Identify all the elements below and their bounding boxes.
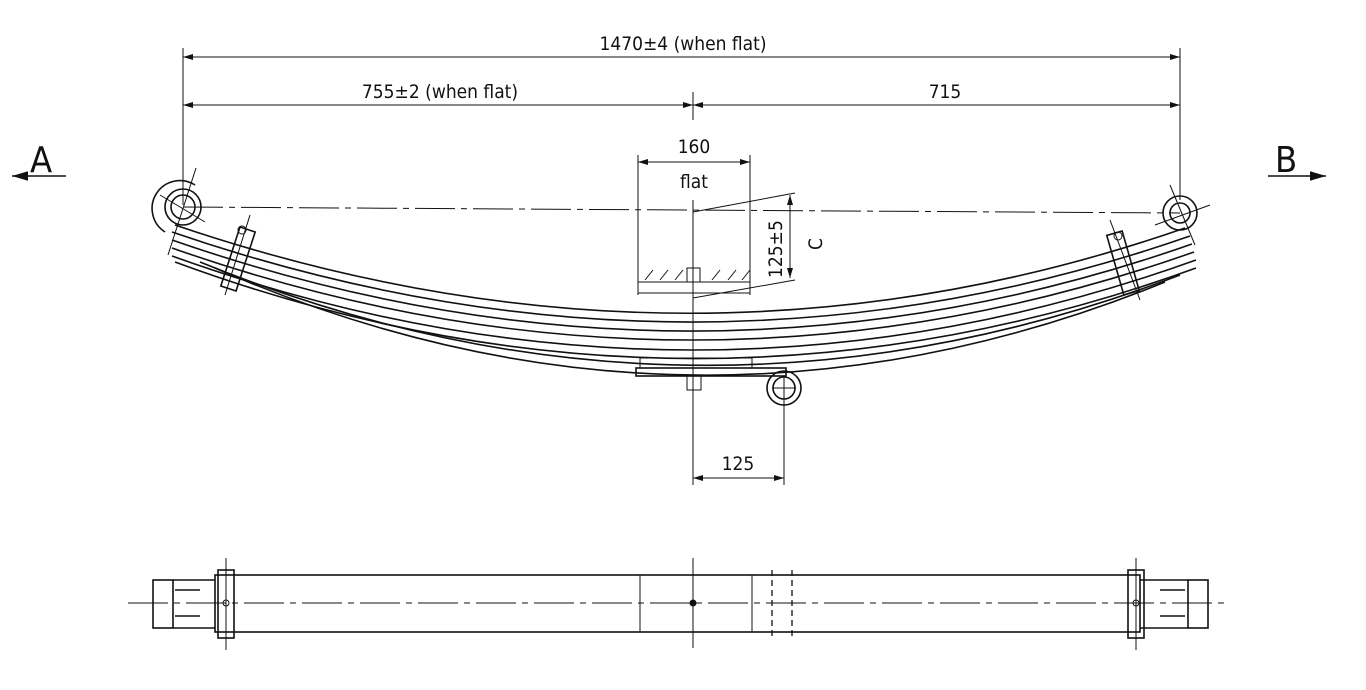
bottom-plate: 125 <box>635 357 802 485</box>
spring-leaves <box>171 224 1197 376</box>
overall-length-label: 1470±4 (when flat) <box>599 33 766 55</box>
plan-view <box>128 558 1225 650</box>
view-marker-b: B <box>1268 140 1326 181</box>
helper-offset-label: 125 <box>722 453 755 475</box>
camber-symbol: C <box>805 238 827 250</box>
eye-centerline <box>182 206 1181 214</box>
left-length-label: 755±2 (when flat) <box>362 81 518 103</box>
view-label-b: B <box>1275 140 1297 181</box>
center-clamp: 160 flat 125±5 C <box>637 136 827 485</box>
overall-length-dimension: 1470±4 (when flat) <box>182 33 1181 205</box>
left-rebound-clip <box>219 214 257 296</box>
clamp-note-label: flat <box>680 171 708 193</box>
segment-length-dimension: 755±2 (when flat) 715 <box>183 81 1180 120</box>
left-eye <box>151 167 206 256</box>
right-length-label: 715 <box>929 81 962 103</box>
view-marker-a: A <box>12 140 66 181</box>
right-rebound-clip <box>1105 219 1141 301</box>
clamp-width-label: 160 <box>678 136 711 158</box>
view-label-a: A <box>30 140 52 181</box>
camber-label: 125±5 <box>765 220 787 278</box>
